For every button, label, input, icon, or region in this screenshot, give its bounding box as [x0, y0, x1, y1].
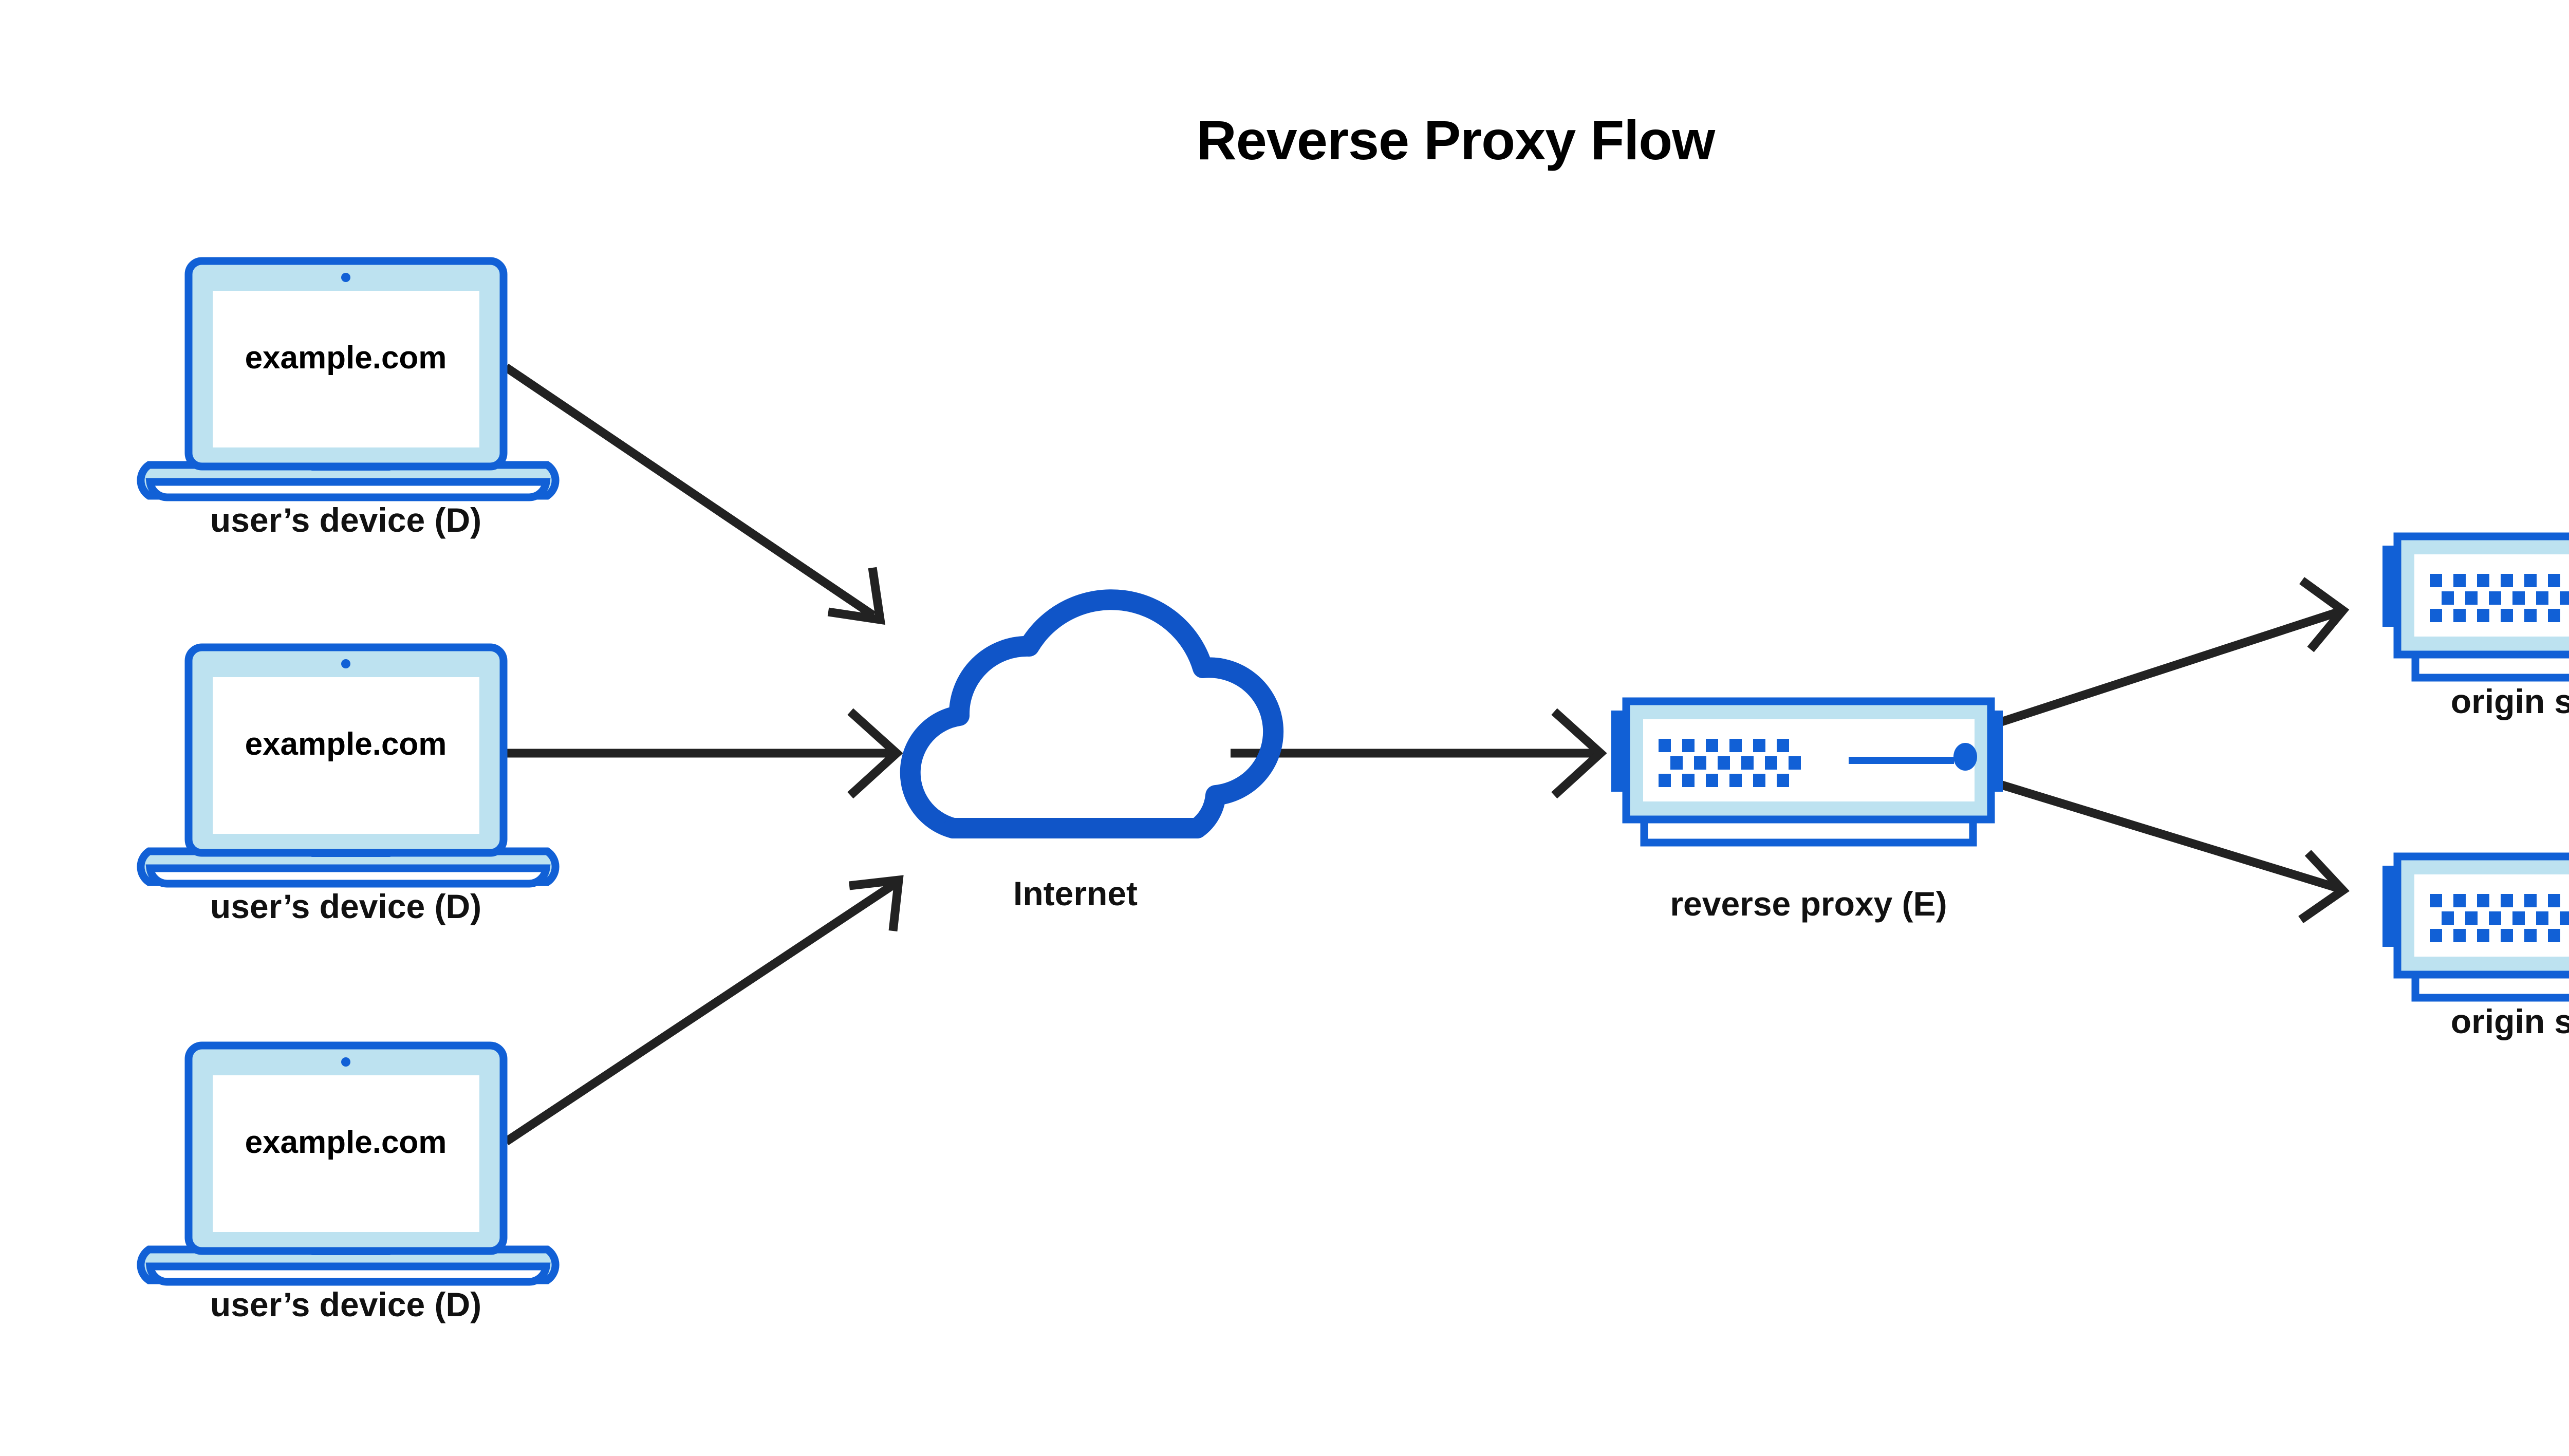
laptop-icon — [137, 643, 560, 888]
server-icon — [2382, 532, 2569, 682]
laptop-icon — [137, 1041, 560, 1286]
edge-internet-to-proxy — [1231, 708, 1607, 799]
origin-server-label: origin server (F) — [2451, 1002, 2569, 1040]
server-icon — [2382, 852, 2569, 1002]
edge-device-top-to-internet — [504, 363, 886, 625]
node-device-middle[interactable]: example.com user’s device (D) — [137, 643, 560, 925]
server-icon — [1611, 697, 2003, 847]
edge-proxy-to-origin-bottom — [1992, 778, 2350, 923]
laptop-icon — [137, 257, 560, 501]
node-origin-server-top[interactable]: origin server (F) — [2382, 532, 2569, 720]
node-internet[interactable]: Internet — [900, 589, 1284, 912]
edge-device-bottom-to-internet — [504, 875, 904, 1146]
device-screen-text: example.com — [245, 1125, 447, 1160]
device-label: user’s device (D) — [210, 501, 481, 539]
device-label: user’s device (D) — [210, 887, 481, 925]
device-label: user’s device (D) — [210, 1285, 481, 1323]
node-reverse-proxy[interactable]: reverse proxy (E) — [1611, 697, 2003, 923]
internet-label: Internet — [1013, 874, 1138, 912]
cloud-icon — [900, 589, 1284, 838]
node-device-bottom[interactable]: example.com user’s device (D) — [137, 1041, 560, 1323]
page-title: Reverse Proxy Flow — [1197, 109, 1716, 171]
reverse-proxy-label: reverse proxy (E) — [1670, 885, 1947, 923]
node-device-top[interactable]: example.com user’s device (D) — [137, 257, 560, 539]
edge-proxy-to-origin-top — [1992, 577, 2350, 729]
device-screen-text: example.com — [245, 340, 447, 376]
origin-server-label: origin server (F) — [2451, 682, 2569, 720]
edge-device-middle-to-internet — [506, 708, 903, 799]
device-screen-text: example.com — [245, 726, 447, 762]
node-origin-server-bottom[interactable]: origin server (F) — [2382, 852, 2569, 1040]
